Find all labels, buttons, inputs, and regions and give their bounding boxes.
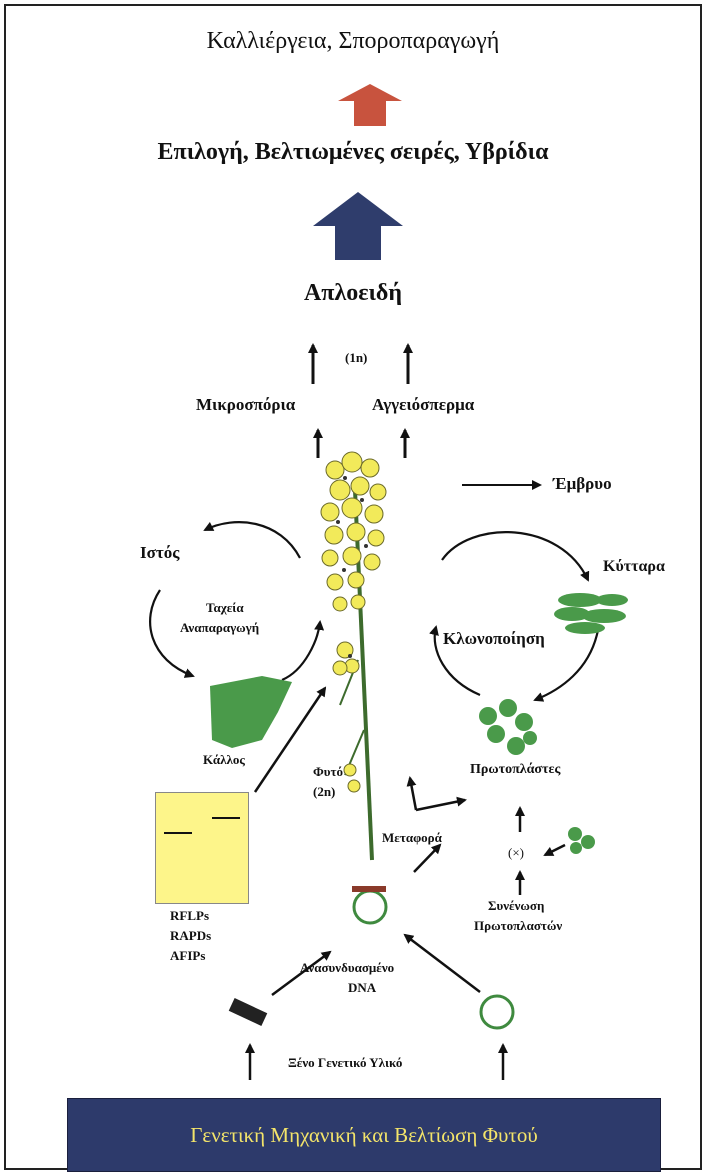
protoplasts-shape: [479, 699, 537, 755]
cloning-label: Κλωνοποίηση: [443, 629, 545, 649]
gel-band: [212, 817, 240, 819]
rapid-propagation-line1: Ταχεία: [206, 600, 244, 616]
marker-rapds: RAPDs: [170, 928, 211, 944]
haploids-label: Απλοειδή: [0, 280, 706, 307]
selection-label: Επιλογή, Βελτιωμένες σειρές, Υβρίδια: [0, 139, 706, 166]
haploid-ploidy: (1n): [345, 350, 367, 366]
fusion-arrows: [520, 808, 565, 895]
top-title: Καλλιέργεια, Σποροπαραγωγή: [0, 28, 706, 55]
recombinant-line2: DNA: [348, 980, 376, 996]
cross-mark: (×): [508, 845, 524, 861]
red-up-arrow: [338, 84, 402, 126]
callus-shape: [210, 676, 292, 748]
embryo-label: Έμβρυο: [553, 474, 612, 494]
plasmid-insert: [352, 886, 386, 892]
protoplasts-label: Πρωτοπλάστες: [470, 762, 560, 778]
transfer-label: Μεταφορά: [382, 830, 442, 846]
title-banner: Γενετική Μηχανική και Βελτίωση Φυτού: [67, 1098, 661, 1172]
fusion-line1: Συνένωση: [488, 898, 544, 914]
cells-label: Κύτταρα: [603, 558, 665, 576]
banner-title: Γενετική Μηχανική και Βελτίωση Φυτού: [68, 1099, 660, 1171]
dna-fragment: [229, 998, 268, 1026]
tissue-label: Ιστός: [140, 543, 179, 563]
microspores-label: Μικροσπόρια: [196, 395, 295, 415]
plant-ploidy: (2n): [313, 784, 335, 800]
plasmid-circle: [481, 996, 513, 1028]
marker-rflps: RFLPs: [170, 908, 209, 924]
gel-band: [164, 832, 192, 834]
gel-image: [155, 792, 249, 904]
cells-shape: [554, 593, 628, 634]
callus-label: Κάλλος: [203, 752, 245, 768]
foreign-material-label: Ξένο Γενετικό Υλικό: [288, 1055, 402, 1071]
plant-label: Φυτό: [313, 764, 343, 780]
blue-up-arrow: [313, 192, 403, 260]
transfer-arrows: [410, 778, 465, 872]
fusion-line2: Πρωτοπλαστών: [474, 918, 562, 934]
recombinant-line1: Ανασυνδυασμένο: [300, 960, 394, 976]
fusion-protoplasts: [568, 827, 595, 854]
rapid-propagation-line2: Αναπαραγωγή: [180, 620, 259, 636]
marker-afips: AFIPs: [170, 948, 205, 964]
angiosperm-label: Αγγειόσπερμα: [372, 395, 474, 415]
recombinant-plasmid: [354, 891, 386, 923]
